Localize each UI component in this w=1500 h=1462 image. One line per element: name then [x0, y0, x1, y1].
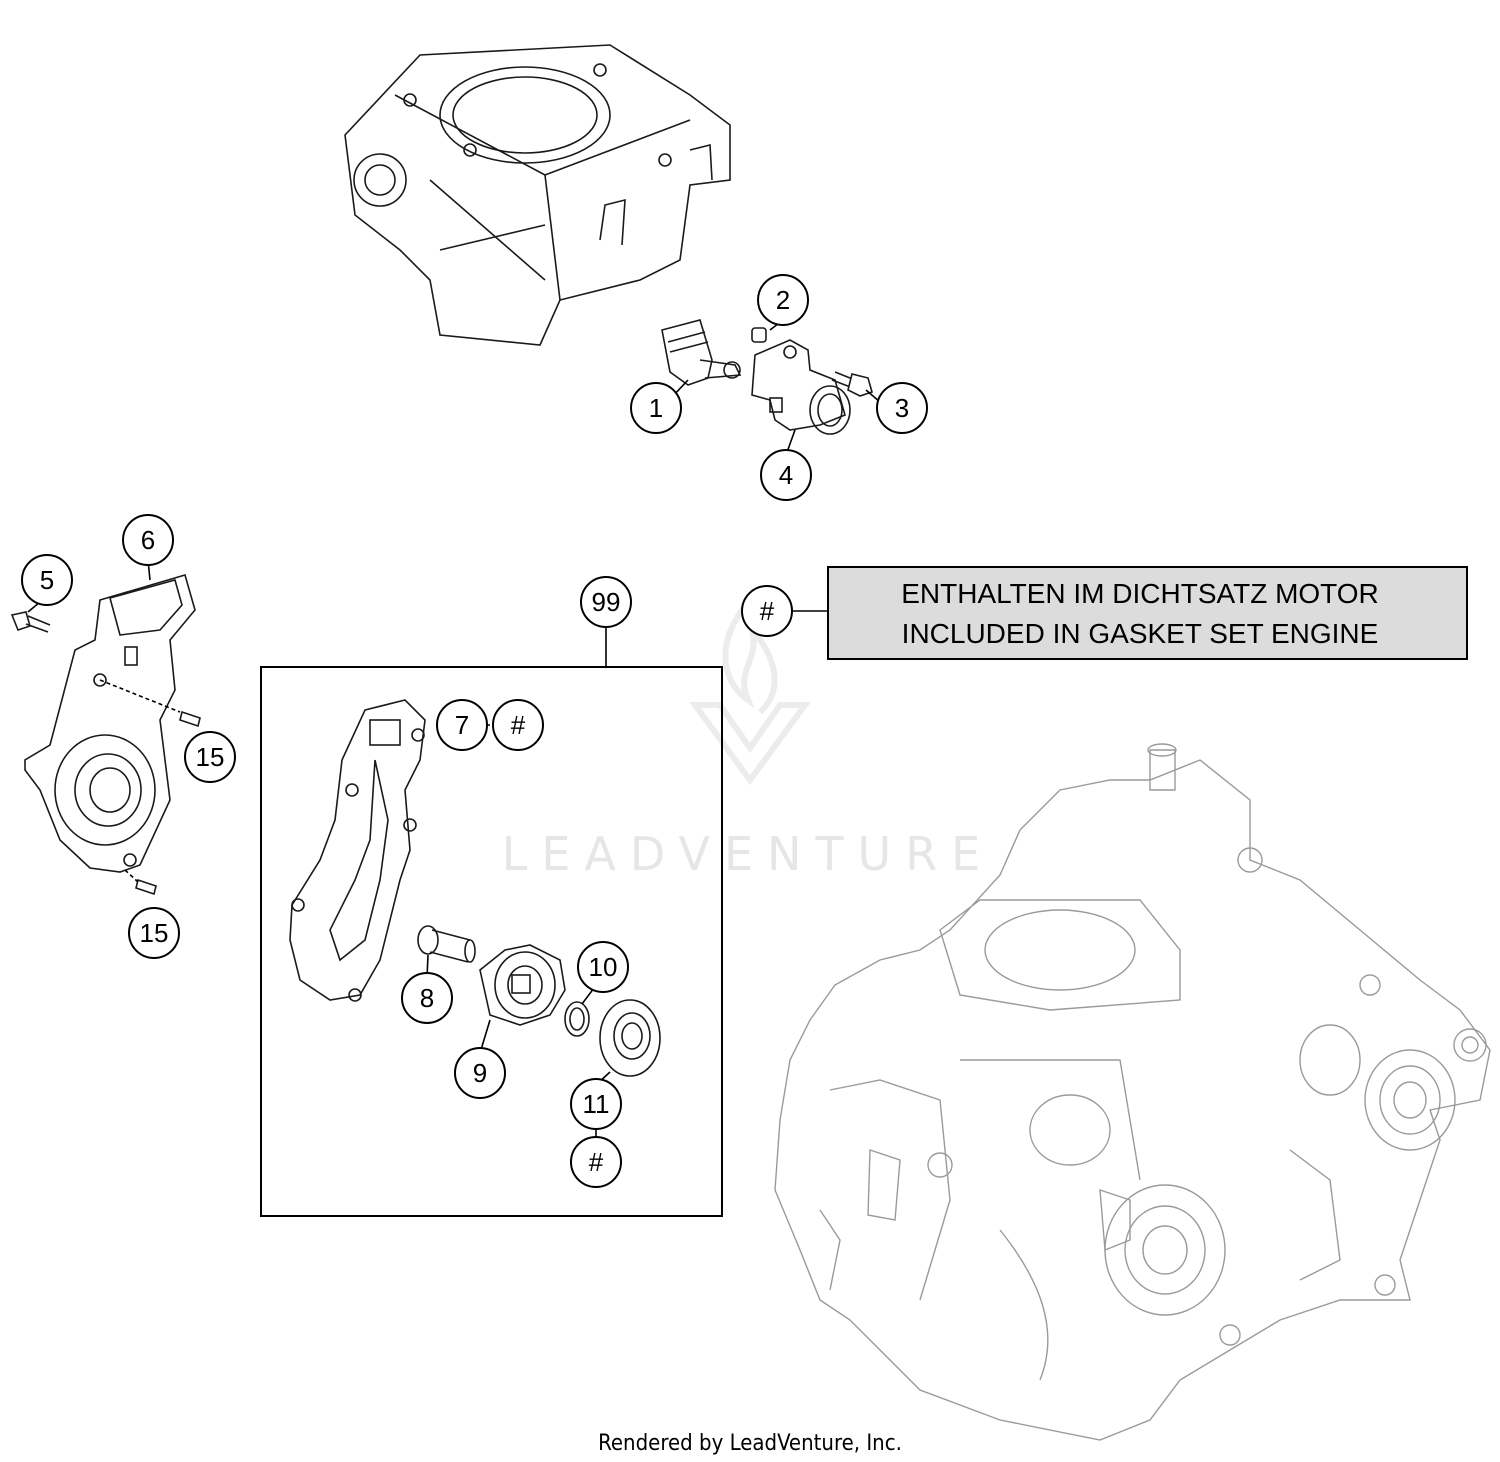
callout-15-upper: 15 — [184, 731, 236, 783]
legend-hash-label: # — [760, 596, 775, 626]
callout-15-lower-label: 15 — [140, 918, 169, 948]
gasket-drawing — [289, 699, 426, 1002]
callout-4-label: 4 — [779, 460, 793, 490]
callout-2-label: 2 — [776, 285, 790, 315]
callout-11-hash: # — [570, 1136, 622, 1188]
engine-case-drawing — [774, 743, 1491, 1441]
callout-7-hash: # — [492, 699, 544, 751]
callout-5: 5 — [21, 554, 73, 606]
callout-3: 3 — [876, 382, 928, 434]
impeller-drawing — [479, 944, 566, 1026]
shaft-drawing — [417, 925, 476, 963]
callout-15-upper-label: 15 — [196, 742, 225, 772]
callout-11: 11 — [570, 1078, 622, 1130]
callout-5-label: 5 — [40, 565, 54, 595]
callout-9-label: 9 — [473, 1058, 487, 1088]
callout-6-label: 6 — [141, 525, 155, 555]
callout-3-label: 3 — [895, 393, 909, 423]
callout-10: 10 — [577, 941, 629, 993]
kit-box — [260, 627, 723, 1217]
note-line-2: INCLUDED IN GASKET SET ENGINE — [902, 618, 1379, 649]
callout-7: 7 — [436, 699, 488, 751]
callout-11-label: 11 — [583, 1089, 610, 1119]
callout-1-label: 1 — [649, 393, 663, 423]
callout-99-label: 99 — [592, 587, 621, 617]
callout-99: 99 — [580, 576, 632, 628]
legend-hash-callout: # — [741, 585, 793, 637]
seal-drawing — [599, 999, 661, 1077]
note-box: ENTHALTEN IM DICHTSATZ MOTOR INCLUDED IN… — [827, 566, 1468, 660]
pin-15-lower-drawing — [124, 869, 157, 896]
bolt-5-drawing — [10, 611, 51, 633]
callout-9: 9 — [454, 1047, 506, 1099]
thermostat-housing-drawing — [751, 339, 851, 435]
watermark-text: LEADVENTURE — [502, 827, 995, 881]
pin-15-upper-drawing — [99, 679, 201, 728]
callout-1: 1 — [630, 382, 682, 434]
footer-credit: Rendered by LeadVenture, Inc. — [598, 1431, 902, 1456]
callout-8: 8 — [401, 972, 453, 1024]
o-ring-drawing — [564, 1001, 590, 1037]
callout-7-hash-label: # — [511, 710, 526, 740]
watermark: LEADVENTURE — [502, 598, 995, 881]
callout-8-label: 8 — [420, 983, 434, 1013]
callout-15-lower: 15 — [128, 907, 180, 959]
note-line-1: ENTHALTEN IM DICHTSATZ MOTOR — [901, 578, 1379, 609]
plug-drawing — [751, 327, 767, 343]
callout-11-hash-label: # — [589, 1147, 604, 1177]
callout-10-label: 10 — [589, 952, 618, 982]
callout-4: 4 — [760, 449, 812, 501]
thermostat-drawing — [661, 319, 742, 386]
watermark-logo-icon — [689, 598, 811, 786]
callout-2: 2 — [757, 274, 809, 326]
callout-6: 6 — [122, 514, 174, 566]
cylinder-drawing — [344, 44, 731, 346]
callout-7-label: 7 — [455, 710, 469, 740]
water-pump-cover-drawing — [24, 574, 196, 873]
